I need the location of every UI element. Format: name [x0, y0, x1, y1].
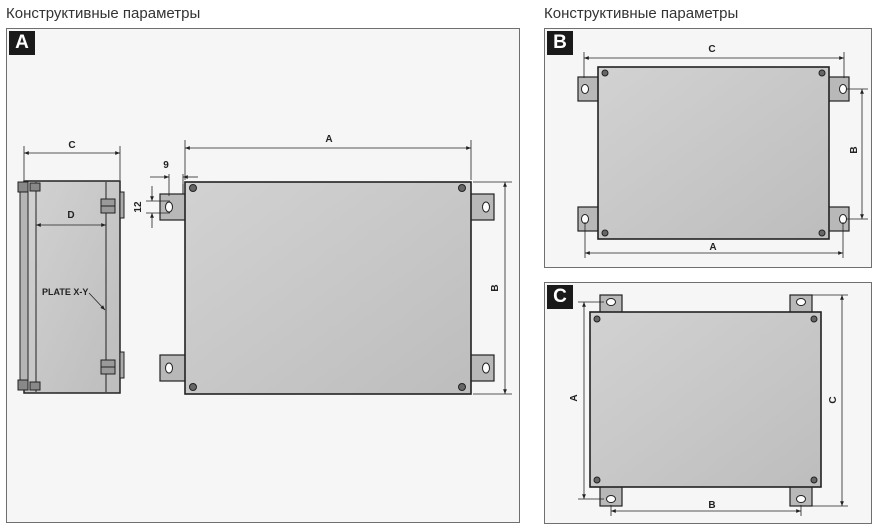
screw-icon: [601, 69, 609, 77]
dim-a-side-c: C: [68, 140, 75, 151]
panel-c-drawing: A C B: [569, 294, 848, 516]
dim-c-c: C: [828, 396, 839, 403]
enclosure-c-body: [589, 311, 822, 488]
bolt-top-icon: [100, 198, 116, 214]
dim-a-front-a: A: [325, 134, 332, 145]
dim-c-b: B: [708, 500, 715, 511]
dim-b-b: B: [849, 146, 860, 153]
bracket-a-top-left: [159, 184, 188, 221]
screw-icon: [810, 315, 818, 323]
screw-icon: [458, 383, 466, 391]
enclosure-front-body: [184, 181, 472, 395]
screw-icon: [189, 383, 197, 391]
panel-b-drawing: C B A: [577, 44, 868, 258]
screw-icon: [810, 476, 818, 484]
dim-a-side-d: D: [67, 210, 74, 221]
dim-a-twelve: 12: [133, 201, 144, 213]
hinge-bottom: [17, 379, 29, 391]
screw-icon: [818, 229, 826, 237]
screw-icon: [818, 69, 826, 77]
screw-icon: [458, 184, 466, 192]
enclosure-b-body: [597, 66, 830, 240]
dim-c-a: A: [569, 394, 580, 401]
bracket-b-bottom-left: [577, 206, 601, 232]
bracket-a-bottom-right: [468, 354, 495, 382]
screw-icon: [189, 184, 197, 192]
side-view: C D PLATE X-Y: [17, 140, 125, 394]
bracket-b-top-left: [577, 76, 601, 102]
enclosure-side-lid: [19, 185, 29, 389]
hinge-top: [17, 181, 29, 193]
screw-icon: [601, 229, 609, 237]
bracket-a-bottom-left: [159, 354, 188, 382]
panel-c-badge: C: [547, 285, 573, 309]
screw-icon: [593, 315, 601, 323]
heading-left: Конструктивные параметры: [6, 5, 201, 22]
label-plate: PLATE X-Y: [42, 287, 88, 297]
bracket-b-bottom-right: [826, 206, 850, 232]
dim-a-nine: 9: [163, 160, 169, 171]
bolt-bottom-icon: [100, 359, 116, 375]
bracket-b-top-right: [826, 76, 850, 102]
screw-icon: [593, 476, 601, 484]
heading-right: Конструктивные параметры: [544, 5, 739, 22]
panel-b-badge: B: [547, 31, 573, 55]
dim-b-a: A: [709, 242, 716, 253]
dim-a-front-b: B: [490, 284, 501, 291]
panel-a-badge: A: [9, 31, 35, 55]
dim-b-c: C: [708, 44, 715, 55]
front-view: A B 9 12: [133, 134, 512, 395]
bracket-a-top-right: [468, 193, 495, 221]
